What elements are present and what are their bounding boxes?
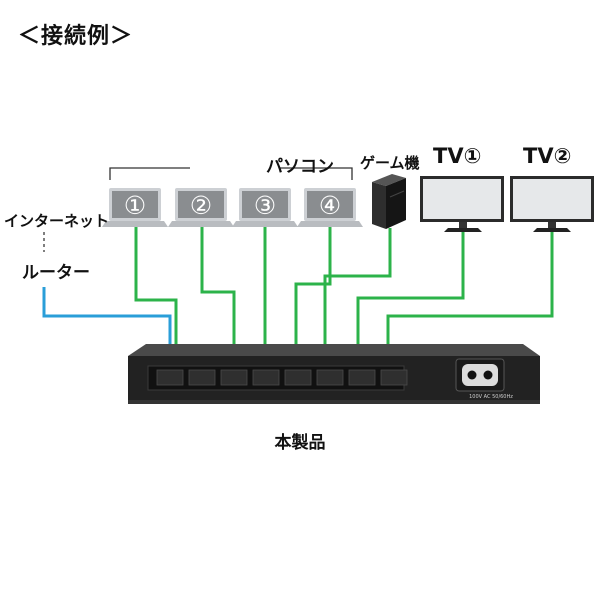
laptop-number-1: ① <box>123 191 147 220</box>
laptop-icon <box>168 188 234 227</box>
laptop-number-3: ③ <box>253 191 277 220</box>
laptop-icon <box>102 188 168 227</box>
switch-icon <box>128 344 540 404</box>
cable-laptop-2 <box>200 226 236 372</box>
tv-icon <box>510 176 594 232</box>
laptop-number-2: ② <box>189 191 213 220</box>
internet-label: インターネット <box>4 212 110 230</box>
router-label: ルーター <box>22 263 90 283</box>
power-inlet-icon <box>455 358 505 392</box>
game-console-icon <box>372 174 406 229</box>
laptop-icon <box>297 188 363 227</box>
tv2-label: TV② <box>523 144 572 168</box>
tv1-label: TV① <box>433 144 482 168</box>
cable-laptop-1 <box>134 226 178 372</box>
cable-laptop-4 <box>294 226 332 372</box>
pc-group-bracket <box>109 167 353 180</box>
power-rating-label: 100V AC 50/60Hz <box>469 394 513 400</box>
cable-game <box>323 228 392 372</box>
pc-group-label: パソコン <box>266 157 334 177</box>
laptop-number-4: ④ <box>318 191 342 220</box>
laptop-icon <box>232 188 298 227</box>
tv-icon <box>420 176 504 232</box>
product-label: 本製品 <box>274 433 326 453</box>
cable-tv1 <box>356 232 465 372</box>
ethernet-ports <box>156 369 408 386</box>
game-console-label: ゲーム機 <box>360 154 420 172</box>
page-title: ＜接続例＞ <box>18 24 134 49</box>
